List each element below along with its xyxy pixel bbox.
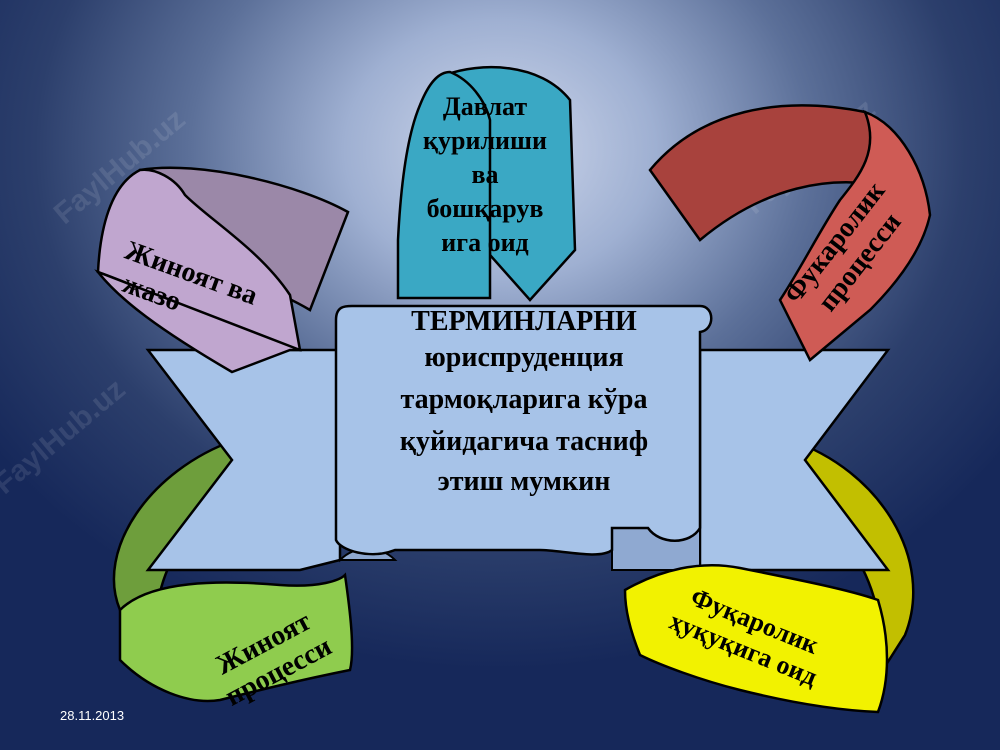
ribbon-bottom-right-front	[623, 564, 889, 714]
ribbon-top-right-front	[778, 109, 932, 362]
center-text-line: қуйидагича тасниф	[399, 426, 649, 457]
center-text-line: тармоқларига кўра	[400, 384, 648, 415]
ribbon-top-label: ига оид	[441, 228, 529, 257]
ribbon-top-back	[442, 65, 577, 302]
slide-date: 28.11.2013	[60, 708, 125, 723]
center-title: ТЕРМИНЛАРНИ	[411, 306, 637, 337]
banner-ribbon	[698, 348, 891, 572]
center-scroll	[334, 304, 713, 556]
ribbon-top-label: Давлат	[442, 92, 528, 121]
ribbon-top-left-front	[94, 269, 301, 374]
ribbon-top-label: ва	[471, 160, 499, 189]
center-text-line: юриспруденция	[424, 342, 624, 373]
ribbon-bottom-left-front	[118, 572, 354, 703]
ribbon-top-label: бошқарув	[426, 194, 544, 223]
banner-ribbon	[145, 348, 342, 572]
ribbon-top-front	[396, 70, 492, 300]
ribbon-top-label: қурилиши	[423, 126, 547, 155]
center-text-line: этиш мумкин	[437, 466, 611, 497]
